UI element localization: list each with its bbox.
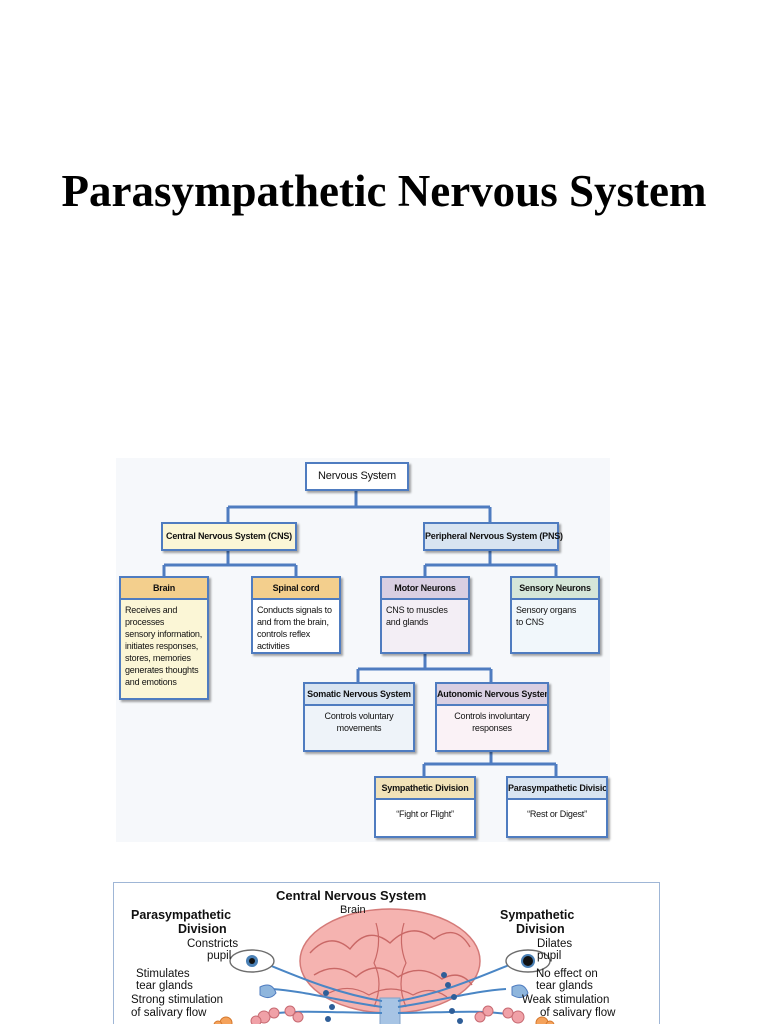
left-item-5: Strong stimulation — [131, 994, 224, 1006]
right-heading-1: Sympathetic — [500, 908, 575, 922]
pns-box: Peripheral Nervous System (PNS) — [423, 522, 563, 551]
right-item-2: pupil — [537, 950, 562, 962]
brain-box: Brain Receives and processes sensory inf… — [119, 576, 209, 700]
motor-neurons-title: Motor Neurons — [382, 578, 468, 600]
right-item-4: tear glands — [536, 980, 593, 992]
left-item-1: Constricts — [187, 938, 239, 950]
left-item-2: pupil — [207, 950, 232, 962]
nervous-system-label: Nervous System — [318, 470, 396, 482]
parasympathetic-text: “Rest or Digest” — [527, 809, 587, 819]
right-item-5: Weak stimulation — [522, 994, 610, 1006]
sympathetic-text: “Fight or Flight” — [396, 809, 454, 819]
left-eye-image — [229, 949, 275, 973]
autonomic-title: Autonomic Nervous System — [437, 684, 547, 706]
spinal-cord-title: Spinal cord — [253, 578, 339, 600]
right-heading-2: Division — [516, 922, 565, 936]
autonomic-box: Autonomic Nervous System Controls involu… — [435, 682, 549, 752]
cns-label: Central Nervous System (CNS) — [166, 531, 292, 541]
right-eye-image — [505, 949, 551, 973]
left-item-4: tear glands — [136, 980, 193, 992]
cns-box: Central Nervous System (CNS) — [161, 522, 297, 551]
brain-title: Brain — [121, 578, 207, 600]
sympathetic-title: Sympathetic Division — [376, 778, 474, 800]
left-item-3: Stimulates — [136, 968, 190, 980]
sensory-neurons-box: Sensory Neurons Sensory organs to CNS — [510, 576, 600, 654]
motor-neurons-text: CNS to muscles and glands — [386, 605, 448, 627]
brain-image — [299, 908, 481, 1024]
parasympathetic-box: Parasympathetic Division “Rest or Digest… — [506, 776, 608, 838]
somatic-text: Controls voluntary movements — [324, 711, 394, 733]
sensory-neurons-text: Sensory organs to CNS — [516, 605, 577, 627]
parasympathetic-title: Parasympathetic Division — [508, 778, 606, 800]
autonomic-illustration: Central Nervous System Brain Parasympath… — [113, 882, 660, 1024]
somatic-title: Somatic Nervous System — [305, 684, 413, 706]
sensory-neurons-title: Sensory Neurons — [512, 578, 598, 600]
right-item-3: No effect on — [536, 968, 598, 980]
left-heading-1: Parasympathetic — [131, 908, 232, 922]
left-heading-2: Division — [178, 922, 227, 936]
motor-neurons-box: Motor Neurons CNS to muscles and glands — [380, 576, 470, 654]
right-item-1: Dilates — [537, 938, 573, 950]
autonomic-text: Controls involuntary responses — [454, 711, 530, 733]
right-item-6: of salivary flow — [540, 1007, 616, 1019]
nervous-system-box: Nervous System — [305, 462, 409, 491]
spinal-cord-box: Spinal cord Conducts signals to and from… — [251, 576, 341, 654]
sympathetic-box: Sympathetic Division “Fight or Flight” — [374, 776, 476, 838]
nervous-system-flowchart: Nervous System Central Nervous System (C… — [116, 458, 610, 842]
connector-lines — [162, 491, 558, 776]
pns-label: Peripheral Nervous System (PNS) — [425, 531, 563, 541]
spinal-cord-text: Conducts signals to and from the brain, … — [257, 605, 332, 651]
illustration-art — [213, 908, 555, 1024]
page-title: Parasympathetic Nervous System — [61, 166, 707, 216]
brain-text: Receives and processes sensory informati… — [125, 605, 203, 687]
illustration-title: Central Nervous System — [276, 888, 427, 903]
brain-label: Brain — [340, 904, 366, 916]
left-item-6: of salivary flow — [131, 1007, 207, 1019]
somatic-box: Somatic Nervous System Controls voluntar… — [303, 682, 415, 752]
